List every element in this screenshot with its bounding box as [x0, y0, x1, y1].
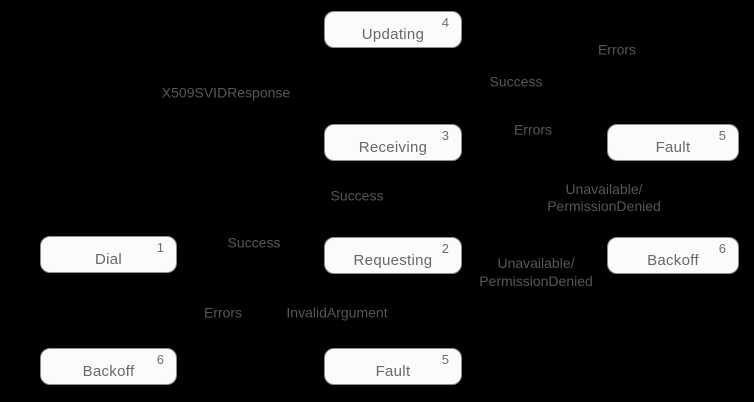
state-label: Dial: [94, 251, 123, 268]
state-node-requesting: 2 Requesting: [324, 237, 462, 274]
edge-label-invalidargument: InvalidArgument: [286, 304, 388, 321]
state-node-dial: 1 Dial: [40, 236, 177, 273]
state-number: 4: [441, 15, 449, 30]
edge-label-line: Unavailable/: [497, 255, 575, 271]
state-label: Receiving: [358, 139, 428, 156]
state-number: 5: [441, 352, 449, 367]
state-label: Updating: [361, 26, 425, 43]
edge-label-errors-mid: Errors: [513, 121, 553, 138]
edge-label-line: PermissionDenied: [479, 273, 593, 289]
state-label: Requesting: [353, 252, 433, 269]
edge-label-line: PermissionDenied: [547, 198, 661, 214]
state-node-updating: 4 Updating: [324, 11, 462, 48]
state-label: Fault: [375, 363, 411, 380]
state-label: Fault: [655, 139, 691, 156]
edge-label-x509svidresponse: X509SVIDResponse: [161, 84, 291, 101]
edge-label-success-left: Success: [227, 234, 281, 251]
state-node-fault-bottom: 5 Fault: [324, 348, 462, 385]
edge-label-unavailable-permissiondenied-mid: Unavailable/ PermissionDenied: [479, 254, 593, 290]
edge-label-errors-top: Errors: [597, 41, 637, 58]
state-number: 1: [156, 240, 164, 255]
state-number: 5: [718, 128, 726, 143]
edge-label-success-mid: Success: [330, 187, 384, 204]
edge-label-success-top: Success: [489, 73, 543, 90]
state-number: 2: [441, 241, 449, 256]
edge-label-unavailable-permissiondenied-right: Unavailable/ PermissionDenied: [547, 181, 661, 215]
state-number: 6: [718, 241, 726, 256]
edge-label-errors-bottom: Errors: [203, 304, 243, 321]
state-label: Backoff: [647, 252, 699, 269]
state-node-fault-right: 5 Fault: [607, 124, 739, 161]
state-number: 3: [441, 128, 449, 143]
state-node-backoff-left: 6 Backoff: [40, 348, 177, 385]
state-node-receiving: 3 Receiving: [324, 124, 462, 161]
edge-label-line: Unavailable/: [565, 181, 643, 197]
state-node-backoff-right: 6 Backoff: [607, 237, 739, 274]
state-label: Backoff: [82, 363, 135, 380]
state-number: 6: [156, 352, 164, 367]
